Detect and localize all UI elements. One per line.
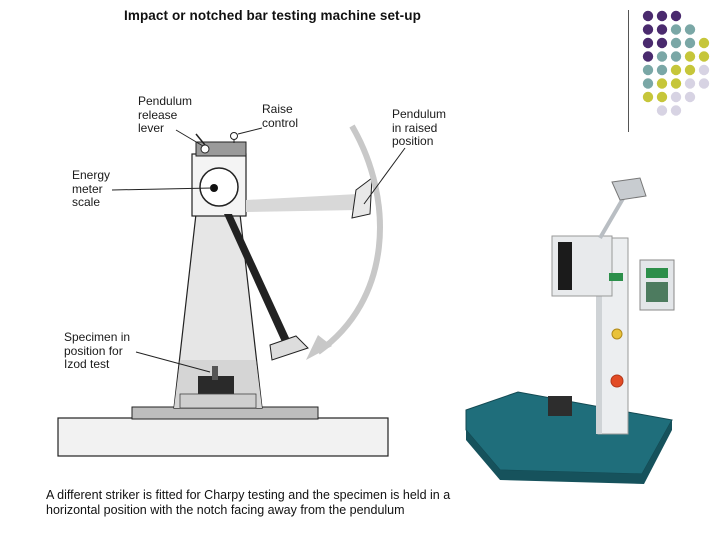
machine-photo-emergency-stop	[611, 375, 623, 387]
machine-photo-lamp	[612, 329, 622, 339]
caption: A different striker is fitted for Charpy…	[46, 488, 476, 518]
